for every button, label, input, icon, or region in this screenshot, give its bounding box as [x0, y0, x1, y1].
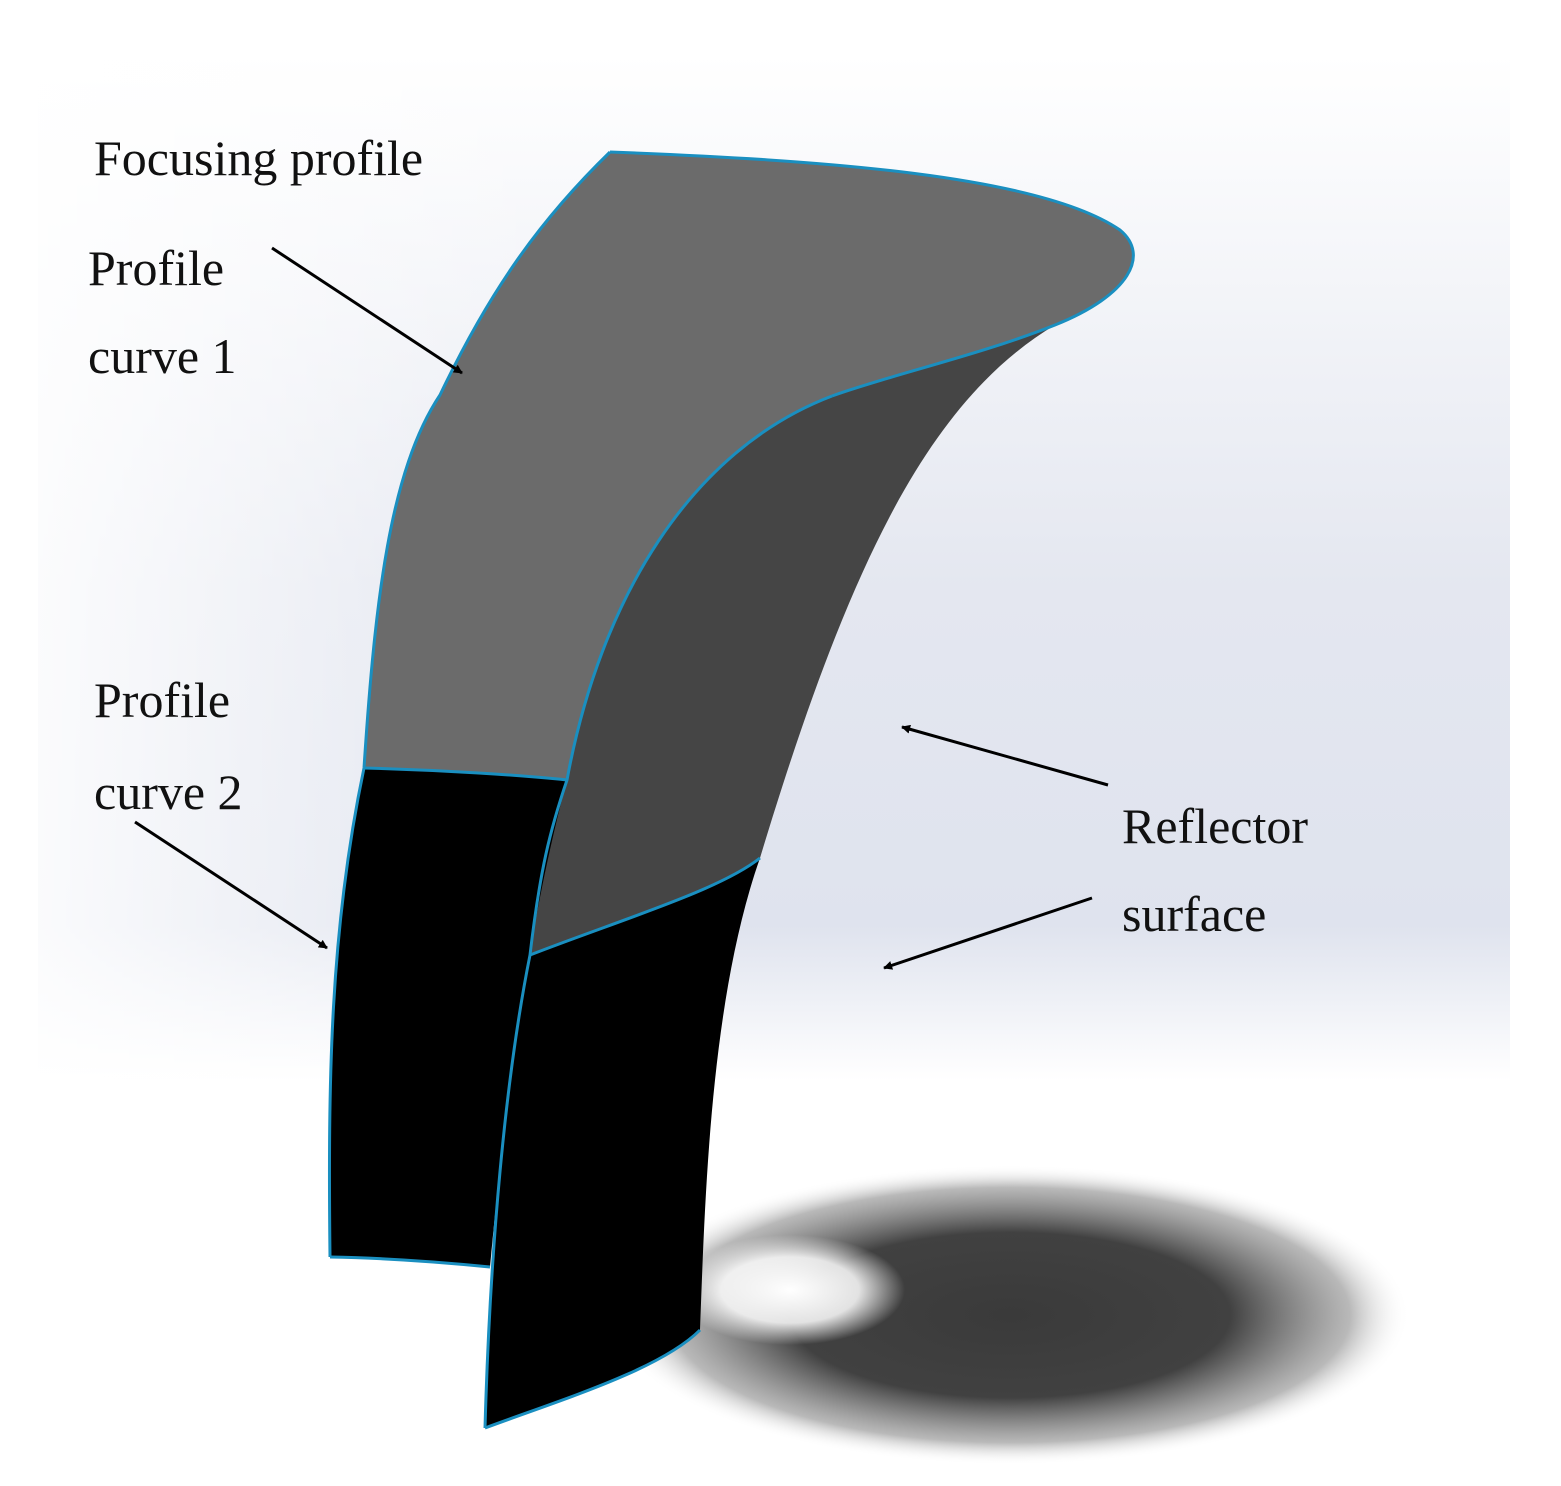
label-profile-curve-1-line1: Profile [88, 240, 225, 296]
label-profile-curve-2-line2: curve 2 [94, 764, 243, 820]
arrow-profile-curve-2 [134, 820, 328, 950]
upper-front-face [364, 152, 1134, 780]
top-edge [609, 150, 1135, 398]
ridge-edge [483, 394, 833, 1429]
lower-front-face [329, 768, 567, 1267]
lower-inner-face [485, 858, 760, 1428]
mid-seam-inner [529, 856, 761, 957]
arrow-profile-curve-1 [271, 246, 463, 375]
annotation-arrows [134, 246, 1109, 970]
left-outer-edge [327, 150, 612, 1258]
bottom-edge [484, 1328, 702, 1430]
mid-seam-front [363, 766, 568, 782]
upper-inner-face [530, 325, 1055, 955]
label-reflector-surface-line1: Reflector [1122, 798, 1309, 854]
label-reflector-surface-line2: surface [1122, 886, 1267, 942]
label-focusing-profile: Focusing profile [94, 130, 424, 186]
arrow-reflector-upper [901, 724, 1109, 787]
surface-edges [327, 150, 1135, 1430]
ground-shadow-gap [675, 1235, 905, 1345]
label-profile-curve-2-line1: Profile [94, 672, 231, 728]
label-profile-curve-1-line2: curve 1 [88, 328, 237, 384]
arrow-reflector-lower [883, 896, 1093, 970]
bottom-front-edge [329, 1255, 491, 1269]
